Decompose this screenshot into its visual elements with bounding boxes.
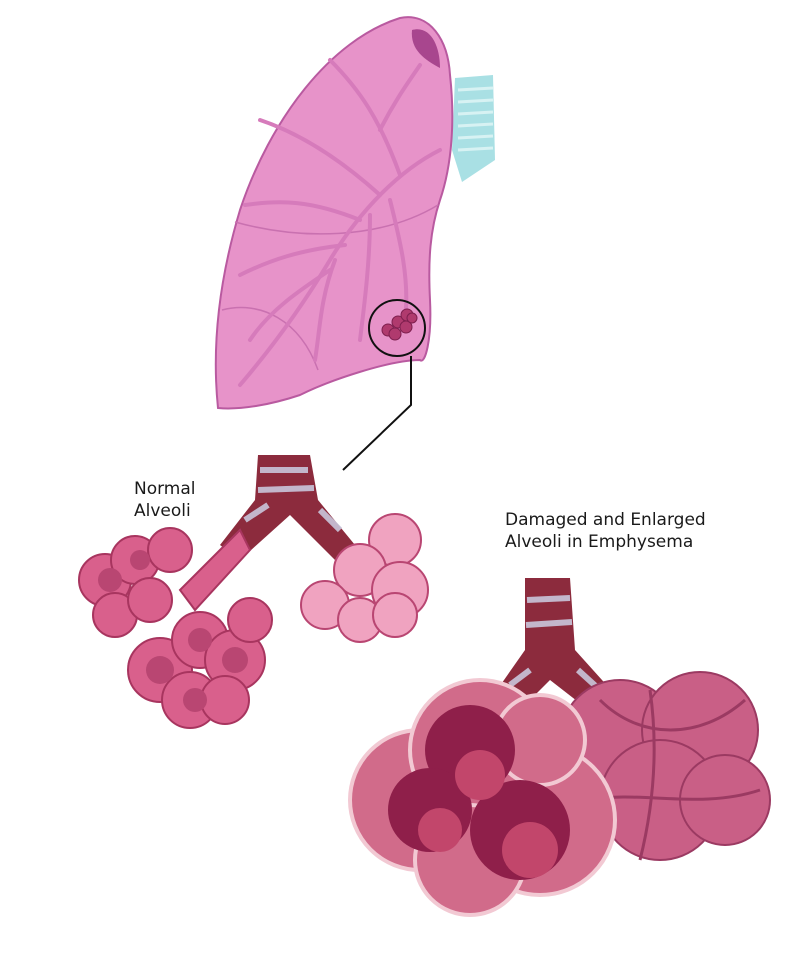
damaged-label-line2: Alveoli in Emphysema xyxy=(505,532,694,552)
normal-alveoli-label: Normal Alveoli xyxy=(134,478,224,522)
lung xyxy=(214,16,454,410)
trachea xyxy=(452,75,495,182)
damaged-alveoli-label: Damaged and Enlarged Alveoli in Emphysem… xyxy=(505,509,745,553)
damaged-label-line1: Damaged and Enlarged xyxy=(505,510,706,530)
emphysema-alveoli xyxy=(348,578,771,917)
magnifier xyxy=(342,299,426,471)
normal-label-line1: Normal xyxy=(134,479,196,499)
bronchial-tree xyxy=(238,58,442,387)
normal-alveoli xyxy=(78,455,429,729)
normal-label-line2: Alveoli xyxy=(134,501,191,521)
